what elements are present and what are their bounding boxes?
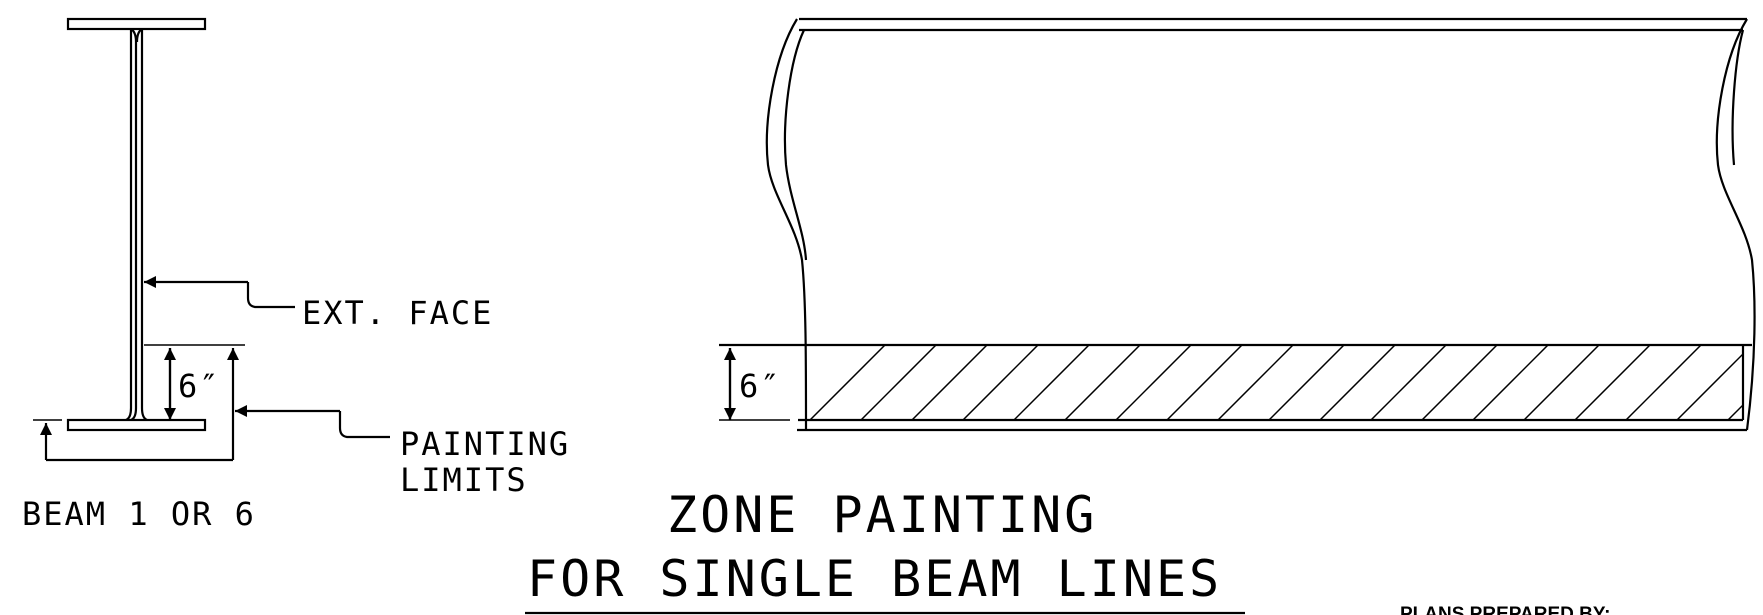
right-break-line: [1715, 18, 1756, 431]
painting-limits-label-line2: LIMITS: [400, 461, 528, 499]
section-6in-dimension: [144, 344, 245, 420]
title-line2: FOR SINGLE BEAM LINES: [527, 550, 1222, 608]
plans-prepared-by: PLANS PREPARED BY:: [1400, 604, 1610, 615]
painted-zone-hatch: [809, 345, 1743, 420]
section-dimension-label: 6″: [178, 367, 221, 405]
beam-elevation: [719, 17, 1756, 432]
elevation-6in-dimension: [719, 348, 790, 421]
painting-limits-label-line1: PAINTING: [400, 425, 570, 463]
top-flange: [66, 17, 207, 31]
left-break-line: [765, 18, 808, 431]
title-line1: ZONE PAINTING: [667, 486, 1097, 544]
web: [130, 28, 138, 422]
bottom-flange: [66, 418, 207, 432]
ext-face-label: EXT. FACE: [302, 294, 493, 332]
i-beam-section: [66, 17, 207, 432]
section-caption: BEAM 1 OR 6: [22, 495, 256, 533]
painting-limits-leader: [235, 405, 390, 439]
ext-face-leader: [144, 276, 295, 309]
painting-limits-bracket: [33, 348, 239, 462]
elevation-dimension-label: 6″: [739, 367, 782, 405]
